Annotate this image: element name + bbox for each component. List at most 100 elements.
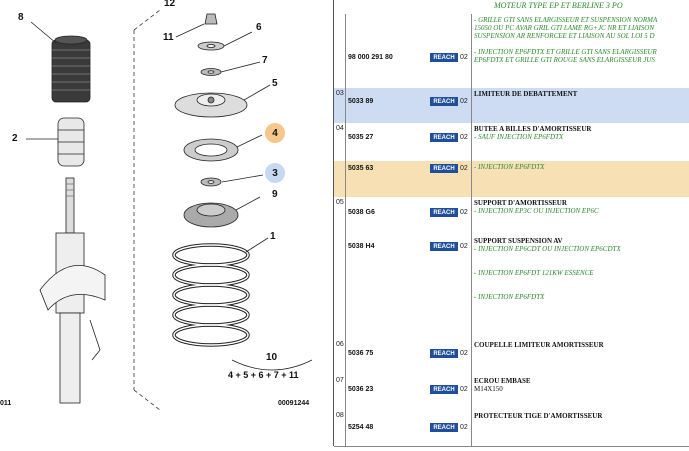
description-title: SUPPORT D'AMORTISSEUR: [474, 199, 567, 207]
part-description: COUPELLE LIMITEUR AMORTISSEUR: [471, 341, 689, 349]
callout-4-badge[interactable]: 4: [265, 123, 285, 143]
exploded-diagram: 8 12 11 6 7 5 4 3 9 1 2 10 4 + 5 + 6 + 7…: [0, 0, 330, 446]
code-right: 00091244: [278, 400, 310, 407]
description-line: - SAUF INJECTION EP6FDTX: [474, 133, 564, 141]
quantity: 02: [460, 165, 468, 172]
callout-11: 11: [163, 32, 174, 43]
reach-badge[interactable]: REACH: [430, 133, 458, 142]
part-description: SUPPORT D'AMORTISSEUR- INJECTION EP3C OU…: [471, 199, 689, 215]
part-description: SUPPORT SUSPENSION AV- INJECTION EP6CDT …: [471, 237, 689, 301]
column-divider: [471, 410, 472, 446]
part-reference: 98 000 291 80: [348, 54, 393, 61]
callout-6: 6: [256, 22, 262, 33]
callout-10: 10: [266, 352, 278, 363]
description-line: - INJECTION EP6CDT OU INJECTION EP6CDTX: [474, 245, 621, 253]
description-line: - INJECTION EP6FDTX: [474, 163, 545, 171]
reach-badge[interactable]: REACH: [430, 349, 458, 358]
suspension-parts-drawing: [26, 9, 313, 411]
part-description: PROTECTEUR TIGE D'AMORTISSEUR: [471, 412, 689, 420]
description-line: [474, 277, 689, 285]
description-line: - INJECTION EP6FDT 121KW ESSENCE: [474, 269, 594, 277]
table-header: MOTEUR TYPE EP ET BERLINE 3 PO: [334, 0, 689, 15]
row-index: [334, 235, 346, 339]
callout-5: 5: [272, 78, 278, 89]
row-index: 05: [334, 197, 346, 235]
assembly-formula: 4 + 5 + 6 + 7 + 11: [228, 370, 299, 380]
callout-12: 12: [164, 0, 176, 9]
description-line: [474, 261, 689, 269]
quantity: 02: [460, 134, 468, 141]
part-reference: 5038 H4: [348, 243, 375, 250]
reach-badge[interactable]: REACH: [430, 97, 458, 106]
description-line: EP6FDTX ET GRILLE GTI ROUGE SANS ELARGIS…: [474, 56, 655, 64]
column-divider: [471, 197, 472, 235]
description-title: BUTEE A BILLES D'AMORTISSEUR: [474, 125, 592, 133]
row-index: [334, 14, 346, 88]
callout-2: 2: [12, 133, 18, 144]
callout-7: 7: [262, 55, 268, 66]
quantity: 02: [460, 54, 468, 61]
part-description: LIMITEUR DE DEBATTEMENT: [471, 90, 689, 98]
description-line: - INJECTION EP3C OU INJECTION EP6C: [474, 207, 599, 215]
reach-badge[interactable]: REACH: [430, 164, 458, 173]
reach-badge[interactable]: REACH: [430, 242, 458, 251]
parts-table: MOTEUR TYPE EP ET BERLINE 3 PO 98 000 29…: [333, 0, 689, 447]
row-index: 07: [334, 375, 346, 410]
quantity: 02: [460, 209, 468, 216]
description-title: SUPPORT SUSPENSION AV: [474, 237, 563, 245]
description-title: ECROU EMBASE: [474, 377, 531, 385]
part-reference: 5036 23: [348, 386, 374, 393]
part-reference: 5254 48: [348, 424, 374, 431]
description-line: - GRILLE GTI SANS ELARGISSEUR ET SUSPENS…: [474, 16, 658, 24]
quantity: 02: [460, 243, 468, 250]
code-left: 011: [0, 400, 12, 407]
part-reference: 5036 75: [348, 350, 374, 357]
description-line: - INJECTION EP6FDTX: [474, 293, 545, 301]
row-index: 03: [334, 88, 346, 123]
quantity: 02: [460, 98, 468, 105]
column-divider: [471, 14, 472, 88]
column-divider: [471, 161, 472, 197]
quantity: 02: [460, 350, 468, 357]
reach-badge[interactable]: REACH: [430, 53, 458, 62]
part-reference: 5035 63: [348, 165, 374, 172]
column-divider: [471, 235, 472, 339]
callout-8: 8: [18, 12, 24, 23]
part-reference: 5038 G6: [348, 209, 375, 216]
column-divider: [471, 339, 472, 375]
reach-badge[interactable]: REACH: [430, 423, 458, 432]
row-index: 06: [334, 339, 346, 375]
part-description: BUTEE A BILLES D'AMORTISSEUR- SAUF INJEC…: [471, 125, 689, 141]
part-description: - GRILLE GTI SANS ELARGISSEUR ET SUSPENS…: [471, 16, 689, 64]
part-reference: 5035 27: [348, 134, 374, 141]
description-line: 15050 OU PC AVAR GRIL GTI LAME RG+JC NR …: [474, 24, 655, 32]
part-reference: 5033 89: [348, 98, 374, 105]
callout-3-badge[interactable]: 3: [265, 163, 285, 183]
row-index: 08: [334, 410, 346, 446]
description-line: SUSPENSION AR RENFORCEE ET LIAISON AU SO…: [474, 32, 655, 40]
reach-badge[interactable]: REACH: [430, 208, 458, 217]
callout-9: 9: [272, 189, 278, 200]
description-title: LIMITEUR DE DEBATTEMENT: [474, 90, 578, 98]
table-header-title: MOTEUR TYPE EP ET BERLINE 3 PO: [494, 1, 623, 10]
description-line: [474, 253, 689, 261]
description-line: [474, 285, 689, 293]
column-divider: [471, 123, 472, 161]
reach-badge[interactable]: REACH: [430, 385, 458, 394]
row-index: 04: [334, 123, 346, 161]
description-title: COUPELLE LIMITEUR AMORTISSEUR: [474, 341, 604, 349]
callout-1: 1: [270, 231, 276, 242]
row-index: [334, 161, 346, 197]
quantity: 02: [460, 386, 468, 393]
description-line: [474, 40, 689, 48]
